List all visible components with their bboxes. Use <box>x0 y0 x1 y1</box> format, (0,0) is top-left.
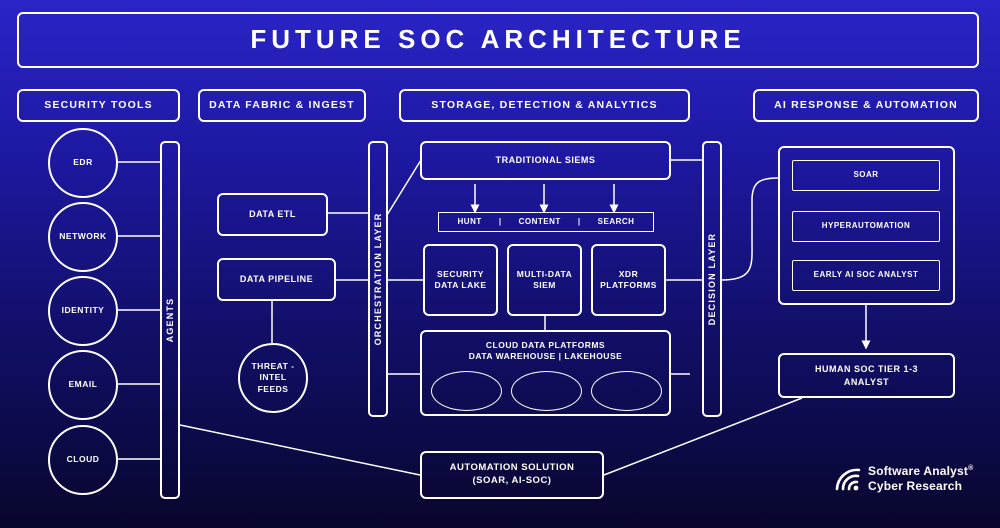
xdr-platforms-line-2: PLATFORMS <box>600 280 657 290</box>
human-soc-line-2: ANALYST <box>843 376 890 387</box>
multi-data-siem-line-1: MULTI-DATA <box>516 268 573 279</box>
agents-label: AGENTS <box>165 297 175 343</box>
separator-1: | <box>498 216 502 226</box>
human-soc-line-1: HUMAN SOC TIER 1-3 <box>814 364 918 375</box>
search-label: SEARCH <box>597 216 635 226</box>
automation-solution-line-2: (SOAR, AI-SOC) <box>472 475 552 486</box>
wifi-signal-icon <box>835 468 861 491</box>
page-title: FUTURE SOC ARCHITECTURE <box>250 24 746 55</box>
ai-response-group <box>778 146 955 305</box>
header-ai-response-label: AI RESPONSE & AUTOMATION <box>774 99 958 112</box>
tool-email-label: EMAIL <box>68 379 98 390</box>
hunt-content-search-box: HUNT | CONTENT | SEARCH <box>438 212 654 232</box>
early-ai-soc-label: EARLY AI SOC ANALYST <box>813 270 919 280</box>
content-label: CONTENT <box>518 216 561 226</box>
tool-identity: IDENTITY <box>48 276 118 346</box>
cloud-data-platforms-line-2: DATA WAREHOUSE | LAKEHOUSE <box>468 351 623 362</box>
traditional-siems-label: TRADITIONAL SIEMS <box>495 155 596 166</box>
soar-box: SOAR <box>792 160 940 191</box>
threat-intel-line-3: FEEDS <box>257 383 289 394</box>
header-security-tools-label: SECURITY TOOLS <box>44 99 153 112</box>
header-storage: STORAGE, DETECTION & ANALYTICS <box>399 89 690 122</box>
orchestration-layer-label: ORCHESTRATION LAYER <box>373 212 383 346</box>
tool-edr-label: EDR <box>73 157 93 168</box>
threat-intel-line-1: THREAT - <box>251 360 295 371</box>
orchestration-layer-bar: ORCHESTRATION LAYER <box>368 141 388 417</box>
brand-logo: Software Analyst® Cyber Research <box>834 464 973 494</box>
cloud-storage-ellipse-2 <box>511 371 582 411</box>
xdr-platforms-line-1: XDR <box>618 268 639 279</box>
security-data-lake-line-1: SECURITY <box>437 268 484 279</box>
cloud-data-platforms-line-1: CLOUD DATA PLATFORMS <box>485 340 606 350</box>
brand-name-line-2: Cyber Research <box>868 479 963 493</box>
tool-cloud-label: CLOUD <box>66 454 100 465</box>
multi-data-siem-box: MULTI-DATA SIEM <box>507 244 582 316</box>
brand-name-line-1: Software Analyst <box>868 464 969 478</box>
data-pipeline-box: DATA PIPELINE <box>217 258 336 301</box>
header-security-tools: SECURITY TOOLS <box>17 89 180 122</box>
hunt-label: HUNT <box>457 216 482 226</box>
human-soc-box: HUMAN SOC TIER 1-3 ANALYST <box>778 353 955 398</box>
tool-email: EMAIL <box>48 350 118 420</box>
title-bar: FUTURE SOC ARCHITECTURE <box>17 12 979 68</box>
data-etl-label: DATA ETL <box>249 209 296 220</box>
agents-automation-line <box>179 424 421 476</box>
hyperautomation-label: HYPERAUTOMATION <box>821 221 911 231</box>
decision-layer-label: DECISION LAYER <box>707 232 717 326</box>
traditional-siems-box: TRADITIONAL SIEMS <box>420 141 671 180</box>
cloud-storage-ellipse-1 <box>431 371 502 411</box>
xdr-platforms-box: XDR PLATFORMS <box>591 244 666 316</box>
security-data-lake-line-2: DATA LAKE <box>434 280 487 290</box>
automation-solution-box: AUTOMATION SOLUTION (SOAR, AI-SOC) <box>420 451 604 499</box>
agents-bar: AGENTS <box>160 141 180 499</box>
cloud-storage-ellipse-3 <box>591 371 662 411</box>
separator-2: | <box>577 216 581 226</box>
automation-solution-line-1: AUTOMATION SOLUTION <box>449 462 575 474</box>
tool-edr: EDR <box>48 128 118 198</box>
header-ai-response: AI RESPONSE & AUTOMATION <box>753 89 979 122</box>
data-etl-box: DATA ETL <box>217 193 328 236</box>
header-storage-label: STORAGE, DETECTION & ANALYTICS <box>431 99 658 112</box>
multi-data-siem-line-2: SIEM <box>533 280 556 290</box>
tool-network-label: NETWORK <box>59 231 107 242</box>
decision-layer-bar: DECISION LAYER <box>702 141 722 417</box>
orch-siems-line <box>386 159 422 216</box>
data-pipeline-label: DATA PIPELINE <box>239 274 314 285</box>
early-ai-soc-box: EARLY AI SOC ANALYST <box>792 260 940 291</box>
header-data-fabric-label: DATA FABRIC & INGEST <box>209 99 355 112</box>
header-data-fabric: DATA FABRIC & INGEST <box>198 89 366 122</box>
tool-network: NETWORK <box>48 202 118 272</box>
brand-trademark: ® <box>968 465 974 472</box>
tool-identity-label: IDENTITY <box>61 305 105 316</box>
hyperautomation-box: HYPERAUTOMATION <box>792 211 940 242</box>
security-data-lake-box: SECURITY DATA LAKE <box>423 244 498 316</box>
threat-intel-feeds: THREAT - INTEL FEEDS <box>238 343 308 413</box>
soar-label: SOAR <box>853 170 879 180</box>
threat-intel-line-2: INTEL <box>259 372 287 383</box>
decision-ai-curve <box>720 177 779 281</box>
tool-cloud: CLOUD <box>48 425 118 495</box>
cloud-data-platforms-box: CLOUD DATA PLATFORMS DATA WAREHOUSE | LA… <box>420 330 671 416</box>
